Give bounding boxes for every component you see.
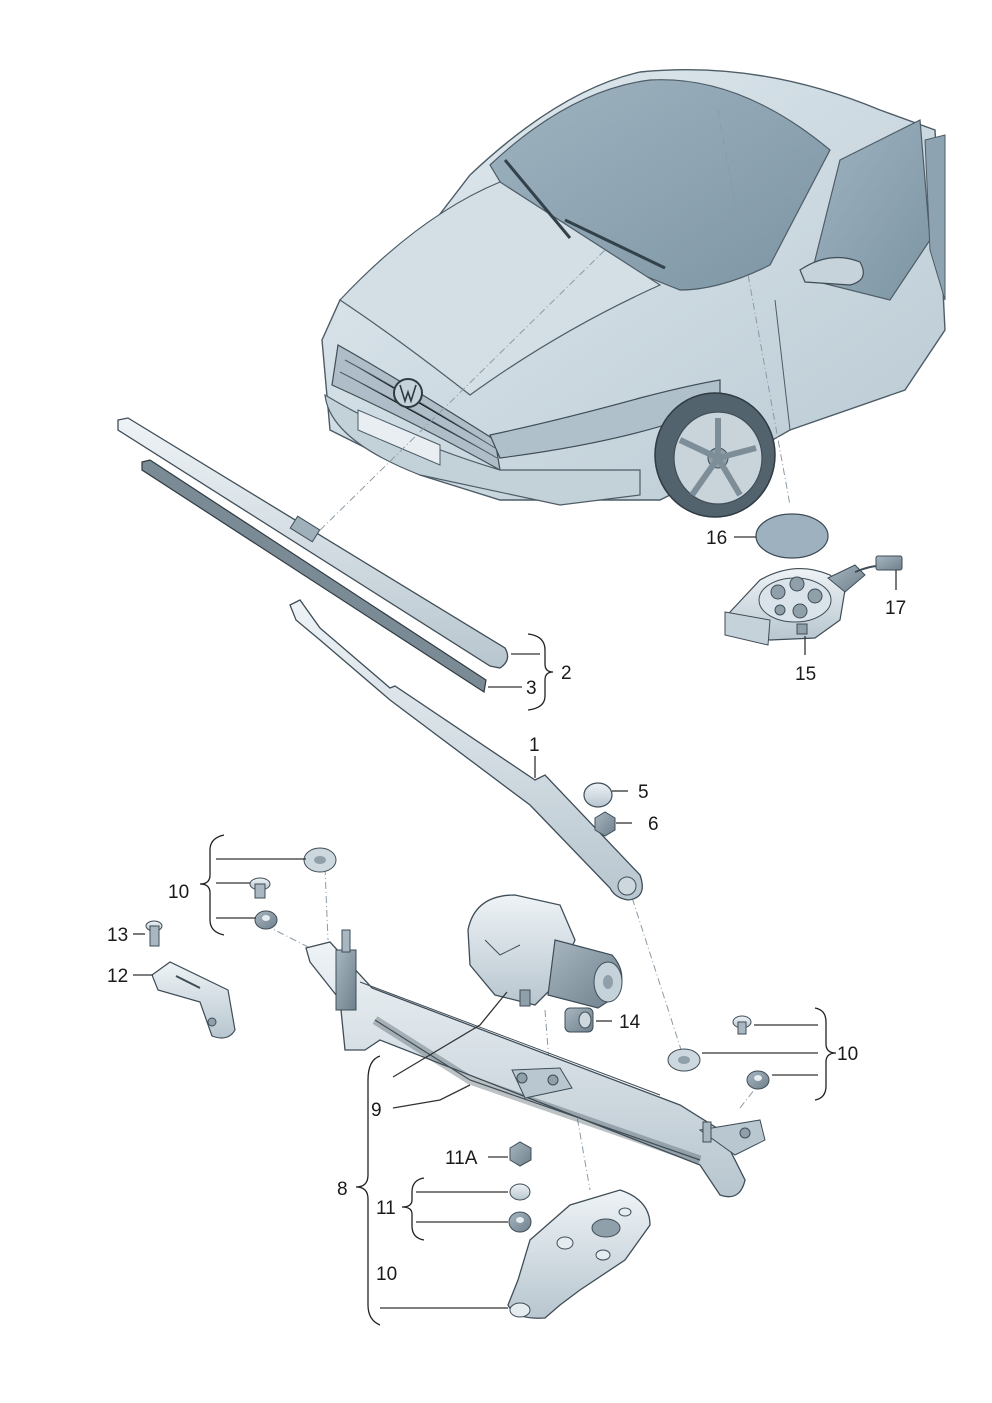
callout-5: 5 (638, 782, 649, 803)
leader-lines (133, 536, 897, 1309)
small-parts (145, 782, 770, 1233)
reference-lines (264, 109, 791, 1191)
callout-12: 12 (107, 966, 128, 987)
callout-10-left: 10 (168, 882, 189, 903)
callout-9: 9 (371, 1100, 382, 1121)
callout-8: 8 (337, 1179, 348, 1200)
mounting-bracket (507, 1189, 651, 1319)
callout-15: 15 (795, 664, 816, 685)
callout-10-right: 10 (837, 1044, 858, 1065)
callout-labels: 1 2 3 5 6 10 13 12 14 10 9 8 11A 11 10 1… (107, 528, 906, 1285)
callout-17: 17 (885, 598, 906, 619)
wiper-blade-assembly (117, 417, 509, 694)
wiper-motor (467, 894, 623, 1009)
wiper-linkage (305, 929, 766, 1198)
callout-13: 13 (107, 925, 128, 946)
callout-10-bottom: 10 (376, 1264, 397, 1285)
callout-6: 6 (648, 814, 659, 835)
rain-sensor-assembly (724, 513, 903, 646)
callout-2: 2 (561, 663, 572, 684)
callout-1: 1 (529, 735, 540, 756)
braces (199, 633, 837, 1326)
callout-11a: 11A (445, 1148, 478, 1169)
callout-3: 3 (526, 678, 537, 699)
callout-14: 14 (619, 1012, 641, 1033)
wiper-arm (289, 599, 643, 901)
callout-11: 11 (376, 1198, 396, 1219)
callout-16: 16 (706, 528, 727, 549)
car-illustration (321, 68, 946, 518)
